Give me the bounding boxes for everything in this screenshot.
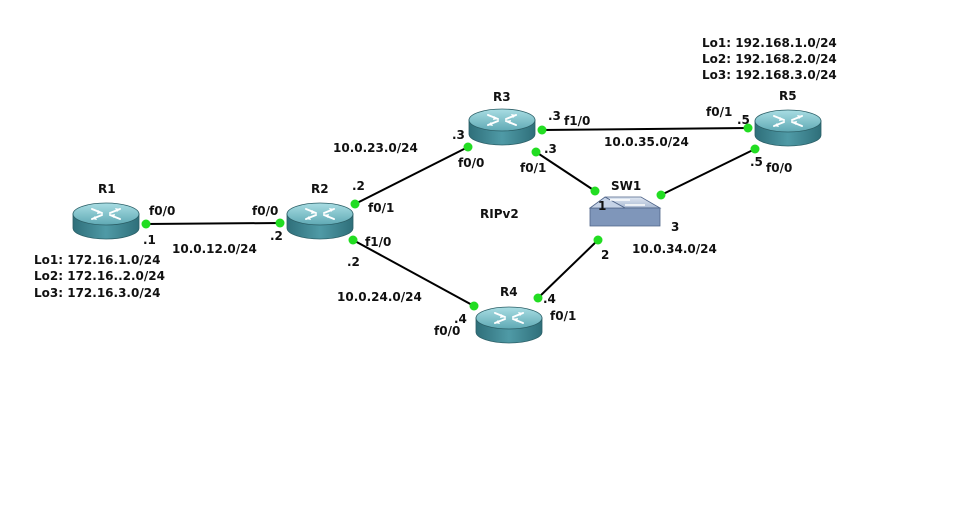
port-dot-r4-f01 bbox=[533, 293, 543, 303]
r3-ip-a-label: .3 bbox=[452, 128, 465, 142]
router-r3[interactable] bbox=[468, 108, 536, 146]
r3-port-f01-label: f0/1 bbox=[520, 161, 546, 175]
r5-port-f00-label: f0/0 bbox=[766, 161, 792, 175]
port-dot-sw1-p2 bbox=[593, 235, 603, 245]
port-dot-sw1-p3 bbox=[656, 190, 666, 200]
port-dot-r4-f00 bbox=[469, 301, 479, 311]
router-r1-label: R1 bbox=[98, 182, 116, 196]
r1-loopback-3: Lo3: 172.16.3.0/24 bbox=[34, 286, 160, 300]
r1-port-label: f0/0 bbox=[149, 204, 175, 218]
port-dot-r3-f01 bbox=[531, 147, 541, 157]
link-r1-r2 bbox=[145, 222, 281, 225]
r1-loopback-2: Lo2: 172.16..2.0/24 bbox=[34, 269, 165, 283]
port-dot-r2-f01 bbox=[350, 199, 360, 209]
r1-loopback-1: Lo1: 172.16.1.0/24 bbox=[34, 253, 160, 267]
router-r2-label: R2 bbox=[311, 182, 329, 196]
network-r2-r4: 10.0.24.0/24 bbox=[337, 290, 422, 304]
links bbox=[145, 127, 756, 307]
link-r3-r5 bbox=[541, 127, 749, 131]
link-r2-r4 bbox=[352, 239, 475, 307]
r2-port-f10-label: f1/0 bbox=[365, 235, 391, 249]
link-r2-r3 bbox=[354, 146, 469, 205]
network-r2-r3: 10.0.23.0/24 bbox=[333, 141, 418, 155]
sw1-port-3-label: 3 bbox=[671, 220, 679, 234]
port-dot-r5-f01 bbox=[743, 123, 753, 133]
r5-ip-b-label: .5 bbox=[750, 155, 763, 169]
router-r2[interactable] bbox=[286, 202, 354, 240]
r4-port-f01-label: f0/1 bbox=[550, 309, 576, 323]
r2-ip-b-label: .2 bbox=[352, 179, 365, 193]
port-dot-sw1-p1 bbox=[590, 186, 600, 196]
port-dots bbox=[141, 123, 760, 311]
r5-loopback-1: Lo1: 192.168.1.0/24 bbox=[702, 36, 837, 50]
r3-port-f00-label: f0/0 bbox=[458, 156, 484, 170]
r3-ip-b-label: .3 bbox=[548, 109, 561, 123]
router-r4-label: R4 bbox=[500, 285, 518, 299]
port-dot-r3-f10 bbox=[537, 125, 547, 135]
r5-loopback-2: Lo2: 192.168.2.0/24 bbox=[702, 52, 837, 66]
r2-ip-a-label: .2 bbox=[270, 229, 283, 243]
r2-port-f01-label: f0/1 bbox=[368, 201, 394, 215]
router-r3-label: R3 bbox=[493, 90, 511, 104]
r4-port-f00-label: f0/0 bbox=[434, 324, 460, 338]
r5-ip-a-label: .5 bbox=[737, 113, 750, 127]
switch-sw1[interactable] bbox=[588, 196, 662, 227]
r2-ip-c-label: .2 bbox=[347, 255, 360, 269]
port-dot-r2-f10 bbox=[348, 235, 358, 245]
port-dot-r1-f00 bbox=[141, 219, 151, 229]
link-r3-sw1 bbox=[535, 151, 596, 192]
r3-ip-c-label: .3 bbox=[544, 142, 557, 156]
port-dot-r5-f00 bbox=[750, 144, 760, 154]
r5-port-f01-label: f0/1 bbox=[706, 105, 732, 119]
port-dot-r3-f00 bbox=[463, 142, 473, 152]
router-r1[interactable] bbox=[72, 202, 140, 240]
port-dot-r2-f00 bbox=[275, 218, 285, 228]
switch-sw1-label: SW1 bbox=[611, 179, 641, 193]
r1-ip-label: .1 bbox=[143, 233, 156, 247]
router-r4[interactable] bbox=[475, 306, 543, 344]
network-r1-r2: 10.0.12.0/24 bbox=[172, 242, 257, 256]
link-sw1-r4 bbox=[537, 239, 599, 299]
router-r5[interactable] bbox=[754, 109, 822, 147]
network-r3-r5: 10.0.35.0/24 bbox=[604, 135, 689, 149]
protocol-label: RIPv2 bbox=[480, 207, 519, 221]
router-r5-label: R5 bbox=[779, 89, 797, 103]
link-sw1-r5 bbox=[660, 148, 756, 196]
r4-ip-a-label: .4 bbox=[454, 312, 467, 326]
sw1-port-2-label: 2 bbox=[601, 248, 609, 262]
sw1-port-1-label: 1 bbox=[598, 199, 606, 213]
r5-loopback-3: Lo3: 192.168.3.0/24 bbox=[702, 68, 837, 82]
r2-port-f00-label: f0/0 bbox=[252, 204, 278, 218]
network-sw1: 10.0.34.0/24 bbox=[632, 242, 717, 256]
r3-port-f10-label: f1/0 bbox=[564, 114, 590, 128]
r4-ip-b-label: .4 bbox=[543, 292, 556, 306]
